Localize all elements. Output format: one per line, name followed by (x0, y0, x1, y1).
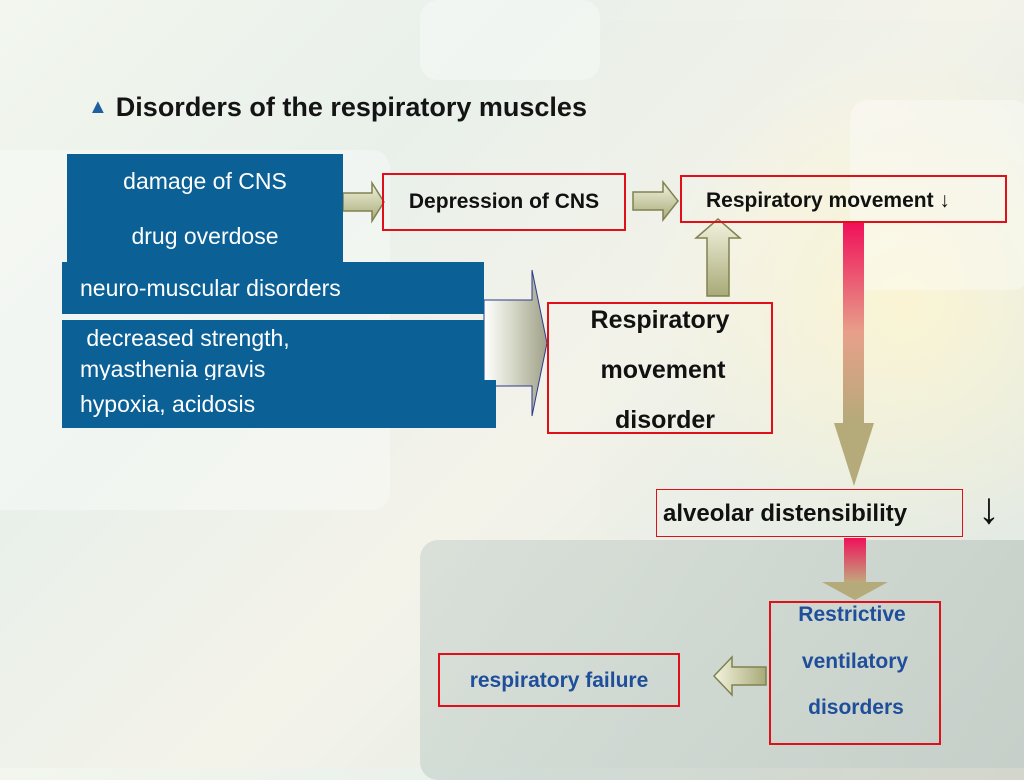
node-depression-cns-label: Depression of CNS (409, 190, 599, 213)
cause-neuromuscular: neuro-muscular disorders (80, 275, 341, 301)
arrow-right-depression (633, 182, 678, 220)
cause-box-neuromuscular: neuro-muscular disorders (62, 262, 484, 314)
node-respiratory-failure: respiratory failure (438, 653, 680, 707)
cause-box-cns: damage of CNS drug overdose (67, 154, 343, 262)
decrease-arrow-icon: ↓ (978, 487, 1000, 531)
node-rmd-line-3: disorder (559, 406, 771, 435)
node-rmd-line-1: Respiratory (549, 306, 771, 335)
cause-box-hypoxia: hypoxia, acidosis (62, 380, 496, 428)
cause-myasthenia-gravis: myasthenia gravis (80, 354, 484, 382)
arrow-left-failure (714, 657, 766, 695)
node-depression-cns: Depression of CNS (382, 173, 626, 231)
cause-box-strength: decreased strength, myasthenia gravis (62, 320, 484, 382)
arrow-down-shaft-2 (844, 538, 866, 584)
cause-hypoxia-acidosis: hypoxia, acidosis (80, 391, 255, 417)
cause-decreased-strength: decreased strength, (80, 323, 484, 354)
node-respiratory-movement: Respiratory movement ↓ (680, 175, 1007, 223)
arrow-down-head-2 (822, 582, 888, 600)
node-rmd-line-2: movement (555, 356, 771, 385)
arrow-up-disorder (696, 219, 740, 296)
node-respiratory-movement-label: Respiratory movement ↓ (706, 189, 950, 212)
node-rvd-line-1: Restrictive (765, 603, 939, 627)
node-respiratory-failure-label: respiratory failure (470, 669, 649, 692)
node-restrictive-ventilatory-disorders: Restrictive ventilatory disorders (769, 601, 941, 745)
triangle-bullet-icon: ▲ (88, 96, 108, 119)
node-rvd-line-3: disorders (773, 696, 939, 720)
title-text: Disorders of the respiratory muscles (116, 92, 587, 123)
node-rvd-line-2: ventilatory (771, 650, 939, 674)
cause-damage-cns: damage of CNS (67, 168, 343, 195)
arrow-right-cns (343, 183, 384, 221)
cause-drug-overdose: drug overdose (67, 223, 343, 250)
node-alveolar-distensibility: alveolar distensibility (656, 489, 963, 537)
slide-title: ▲ Disorders of the respiratory muscles (88, 92, 587, 123)
node-respiratory-movement-disorder: Respiratory movement disorder (547, 302, 773, 434)
arrow-down-head-1 (834, 423, 874, 486)
arrow-down-shaft-1 (843, 223, 864, 423)
node-alveolar-label: alveolar distensibility (663, 500, 907, 527)
